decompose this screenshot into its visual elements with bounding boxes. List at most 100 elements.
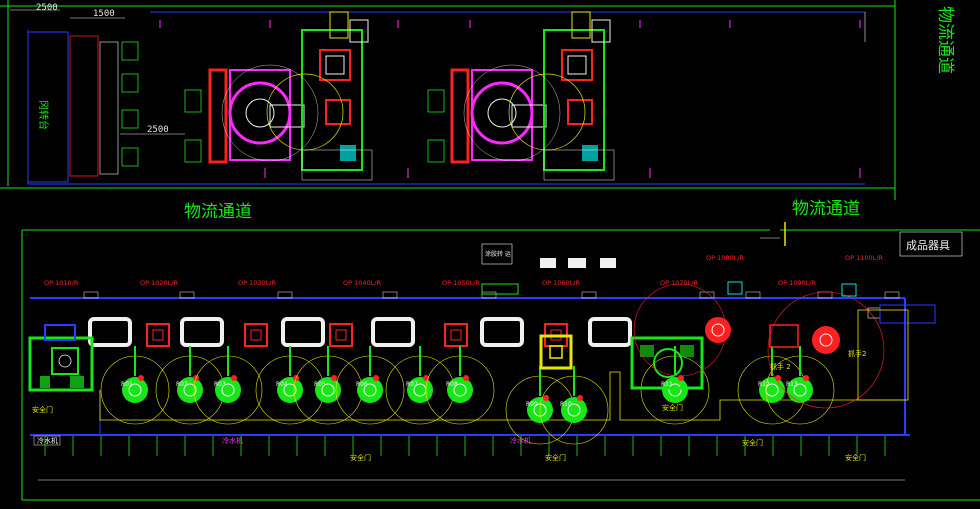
robot-core	[668, 383, 682, 397]
robot-base	[315, 377, 341, 403]
op-marker	[382, 291, 398, 299]
red-fixture	[444, 323, 468, 347]
corridor-label-vertical: 物流通道	[935, 6, 955, 74]
upper-cell-2	[450, 11, 615, 181]
red-fixture-inner	[250, 329, 262, 341]
red-turntable-2	[812, 326, 840, 354]
glue-feeder	[481, 283, 519, 295]
red-fixture	[146, 323, 170, 347]
right-conveyor	[879, 304, 936, 324]
corridor-label-top: 物流通道	[184, 202, 252, 222]
robot-core	[567, 403, 581, 417]
upper-cell-area: 2500 1500 2500 冈转台	[0, 0, 896, 200]
cell-white-fixture-top	[567, 55, 587, 75]
robot-base	[561, 397, 587, 423]
robot-label: R04	[276, 381, 288, 388]
cell-red-bar	[208, 68, 228, 164]
op-label: OP 1060L/R	[542, 279, 580, 287]
bottom-box-label: 冷水机	[37, 436, 58, 445]
cell-white-fixture-top	[325, 55, 345, 75]
robot-marker	[775, 375, 781, 381]
cell-lower-box	[301, 149, 373, 181]
safety-door-label-5: 安全门	[742, 438, 763, 447]
white-clamp	[371, 317, 415, 347]
upper-cell-1	[208, 11, 373, 181]
robot-base	[357, 377, 383, 403]
white-rack	[99, 41, 119, 175]
robot-label: R09	[526, 401, 538, 408]
glue-station-box	[481, 243, 513, 265]
left-room-label: 冈转台	[37, 100, 50, 130]
cell-white-box	[591, 19, 611, 43]
gripper-label-1: 抓手 2	[770, 362, 791, 371]
robot-label: R02	[176, 381, 188, 388]
cell-white-box	[349, 19, 369, 43]
white-fixtures	[88, 317, 632, 347]
cell-turntable	[470, 81, 534, 145]
robot-marker	[373, 375, 379, 381]
left-station	[28, 324, 94, 392]
dim-2500-top: 2500	[36, 3, 58, 13]
pink-ticks	[159, 20, 861, 178]
red-reach-2	[767, 291, 885, 409]
cell-cyan-panel	[582, 145, 598, 161]
op-marker	[745, 291, 761, 299]
white-clamp	[180, 317, 224, 347]
red-fixture-inner	[152, 329, 164, 341]
cell-yellow-box	[571, 11, 591, 39]
cell-cyan-panel	[340, 145, 356, 161]
white-block-2	[568, 258, 586, 268]
robot-base	[177, 377, 203, 403]
robot-core	[321, 383, 335, 397]
cell-reach-outer	[221, 64, 319, 162]
cell-fixture	[269, 104, 305, 128]
cell-green-fence	[301, 29, 363, 171]
robot-base	[215, 377, 241, 403]
cell-yellow-box	[329, 11, 349, 39]
op-label: OP 1100L/R	[845, 254, 883, 262]
glue-station-label: 涂胶转 运	[485, 250, 511, 258]
white-clamp	[588, 317, 632, 347]
op-label: OP 1090L/R	[778, 279, 816, 287]
gripper-label-2: 抓手2	[848, 349, 866, 358]
white-clamp	[480, 317, 524, 347]
yellow-fixture	[539, 334, 573, 370]
safety-door-label-3: 安全门	[545, 453, 566, 462]
lower-frame: 成品器具	[21, 222, 980, 501]
cell-red-fixture-top	[561, 49, 593, 81]
robot-label: R03	[214, 381, 226, 388]
safety-door-label-1: 安全门	[32, 405, 53, 414]
robot-core	[128, 383, 142, 397]
cell-robot-reach	[508, 73, 586, 151]
red-fixture	[244, 323, 268, 347]
robot-base	[277, 377, 303, 403]
robot-base	[662, 377, 688, 403]
robot-marker	[803, 375, 809, 381]
red-fixtures	[146, 323, 568, 347]
cyan-monitor-2	[841, 283, 857, 297]
cell-turntable-core	[245, 98, 275, 128]
robot-base	[787, 377, 813, 403]
cell-robot-reach	[266, 73, 344, 151]
safety-door-label-4: 安全门	[662, 403, 683, 412]
dim-2500-mid: 2500	[147, 125, 169, 135]
robot-core	[283, 383, 297, 397]
op-marker	[581, 291, 597, 299]
white-block-3	[600, 258, 616, 268]
robot-label: R05	[314, 381, 326, 388]
op-label: OP 1040L/R	[343, 279, 381, 287]
yellow-outline	[99, 371, 905, 421]
op-label: OP 1010/R	[44, 279, 79, 287]
red-fixture-inner	[335, 329, 347, 341]
safety-door-label-2: 安全门	[350, 453, 371, 462]
op-marker	[179, 291, 195, 299]
robot-core	[363, 383, 377, 397]
cell-red-bar	[450, 68, 470, 164]
robot-base	[122, 377, 148, 403]
cell-red-fixture-mid	[325, 99, 351, 125]
robot-marker	[543, 395, 549, 401]
robot-label: R01	[121, 381, 133, 388]
cell-lower-box	[543, 149, 615, 181]
